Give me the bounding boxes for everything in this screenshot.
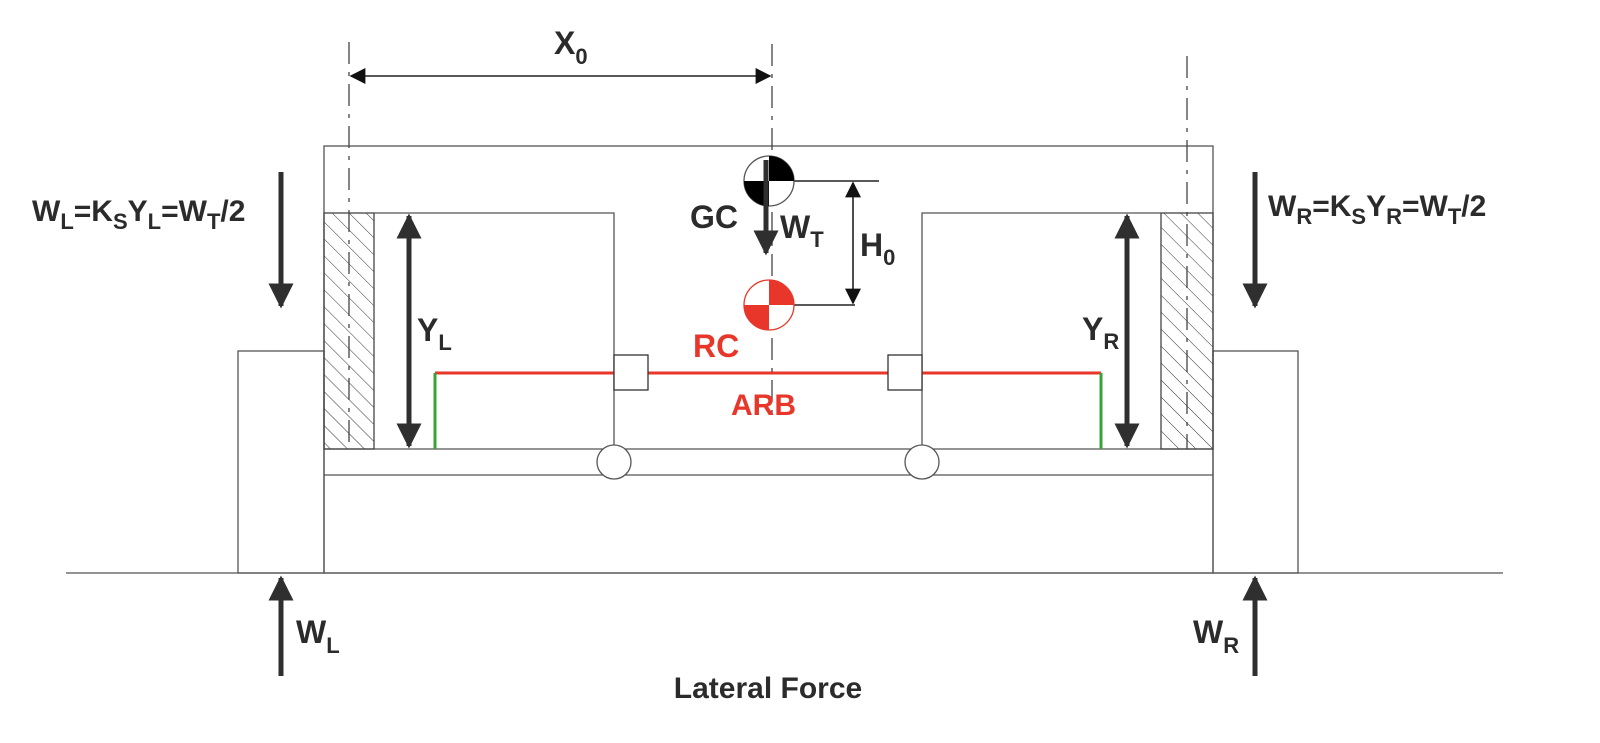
wl-equation: WL=KSYL=WT/2 — [32, 195, 245, 234]
right-wheel-block — [1212, 350, 1299, 574]
wl-bottom-label: WL — [296, 614, 340, 658]
left-pivot — [596, 444, 632, 480]
wr-equation: WR=KSYR=WT/2 — [1268, 190, 1486, 229]
yr-label: YR — [1082, 311, 1119, 354]
x0-label: X0 — [554, 25, 588, 69]
gc-label: GC — [690, 199, 738, 235]
arb-left-bushing — [613, 354, 649, 391]
right-pivot — [904, 444, 940, 480]
arb-label: ARB — [731, 389, 796, 422]
gravity-center-icon — [743, 155, 795, 207]
left-wheel-block — [237, 350, 325, 574]
rc-label: RC — [693, 328, 739, 364]
yl-label: YL — [417, 312, 452, 355]
roll-center-icon — [743, 279, 795, 331]
wt-label: WT — [780, 209, 824, 252]
wr-bottom-label: WR — [1193, 614, 1239, 658]
left-spring — [323, 212, 375, 450]
diagram-title: Lateral Force — [674, 672, 862, 705]
arb-right-bushing — [887, 354, 923, 391]
h0-label: H0 — [860, 227, 895, 270]
